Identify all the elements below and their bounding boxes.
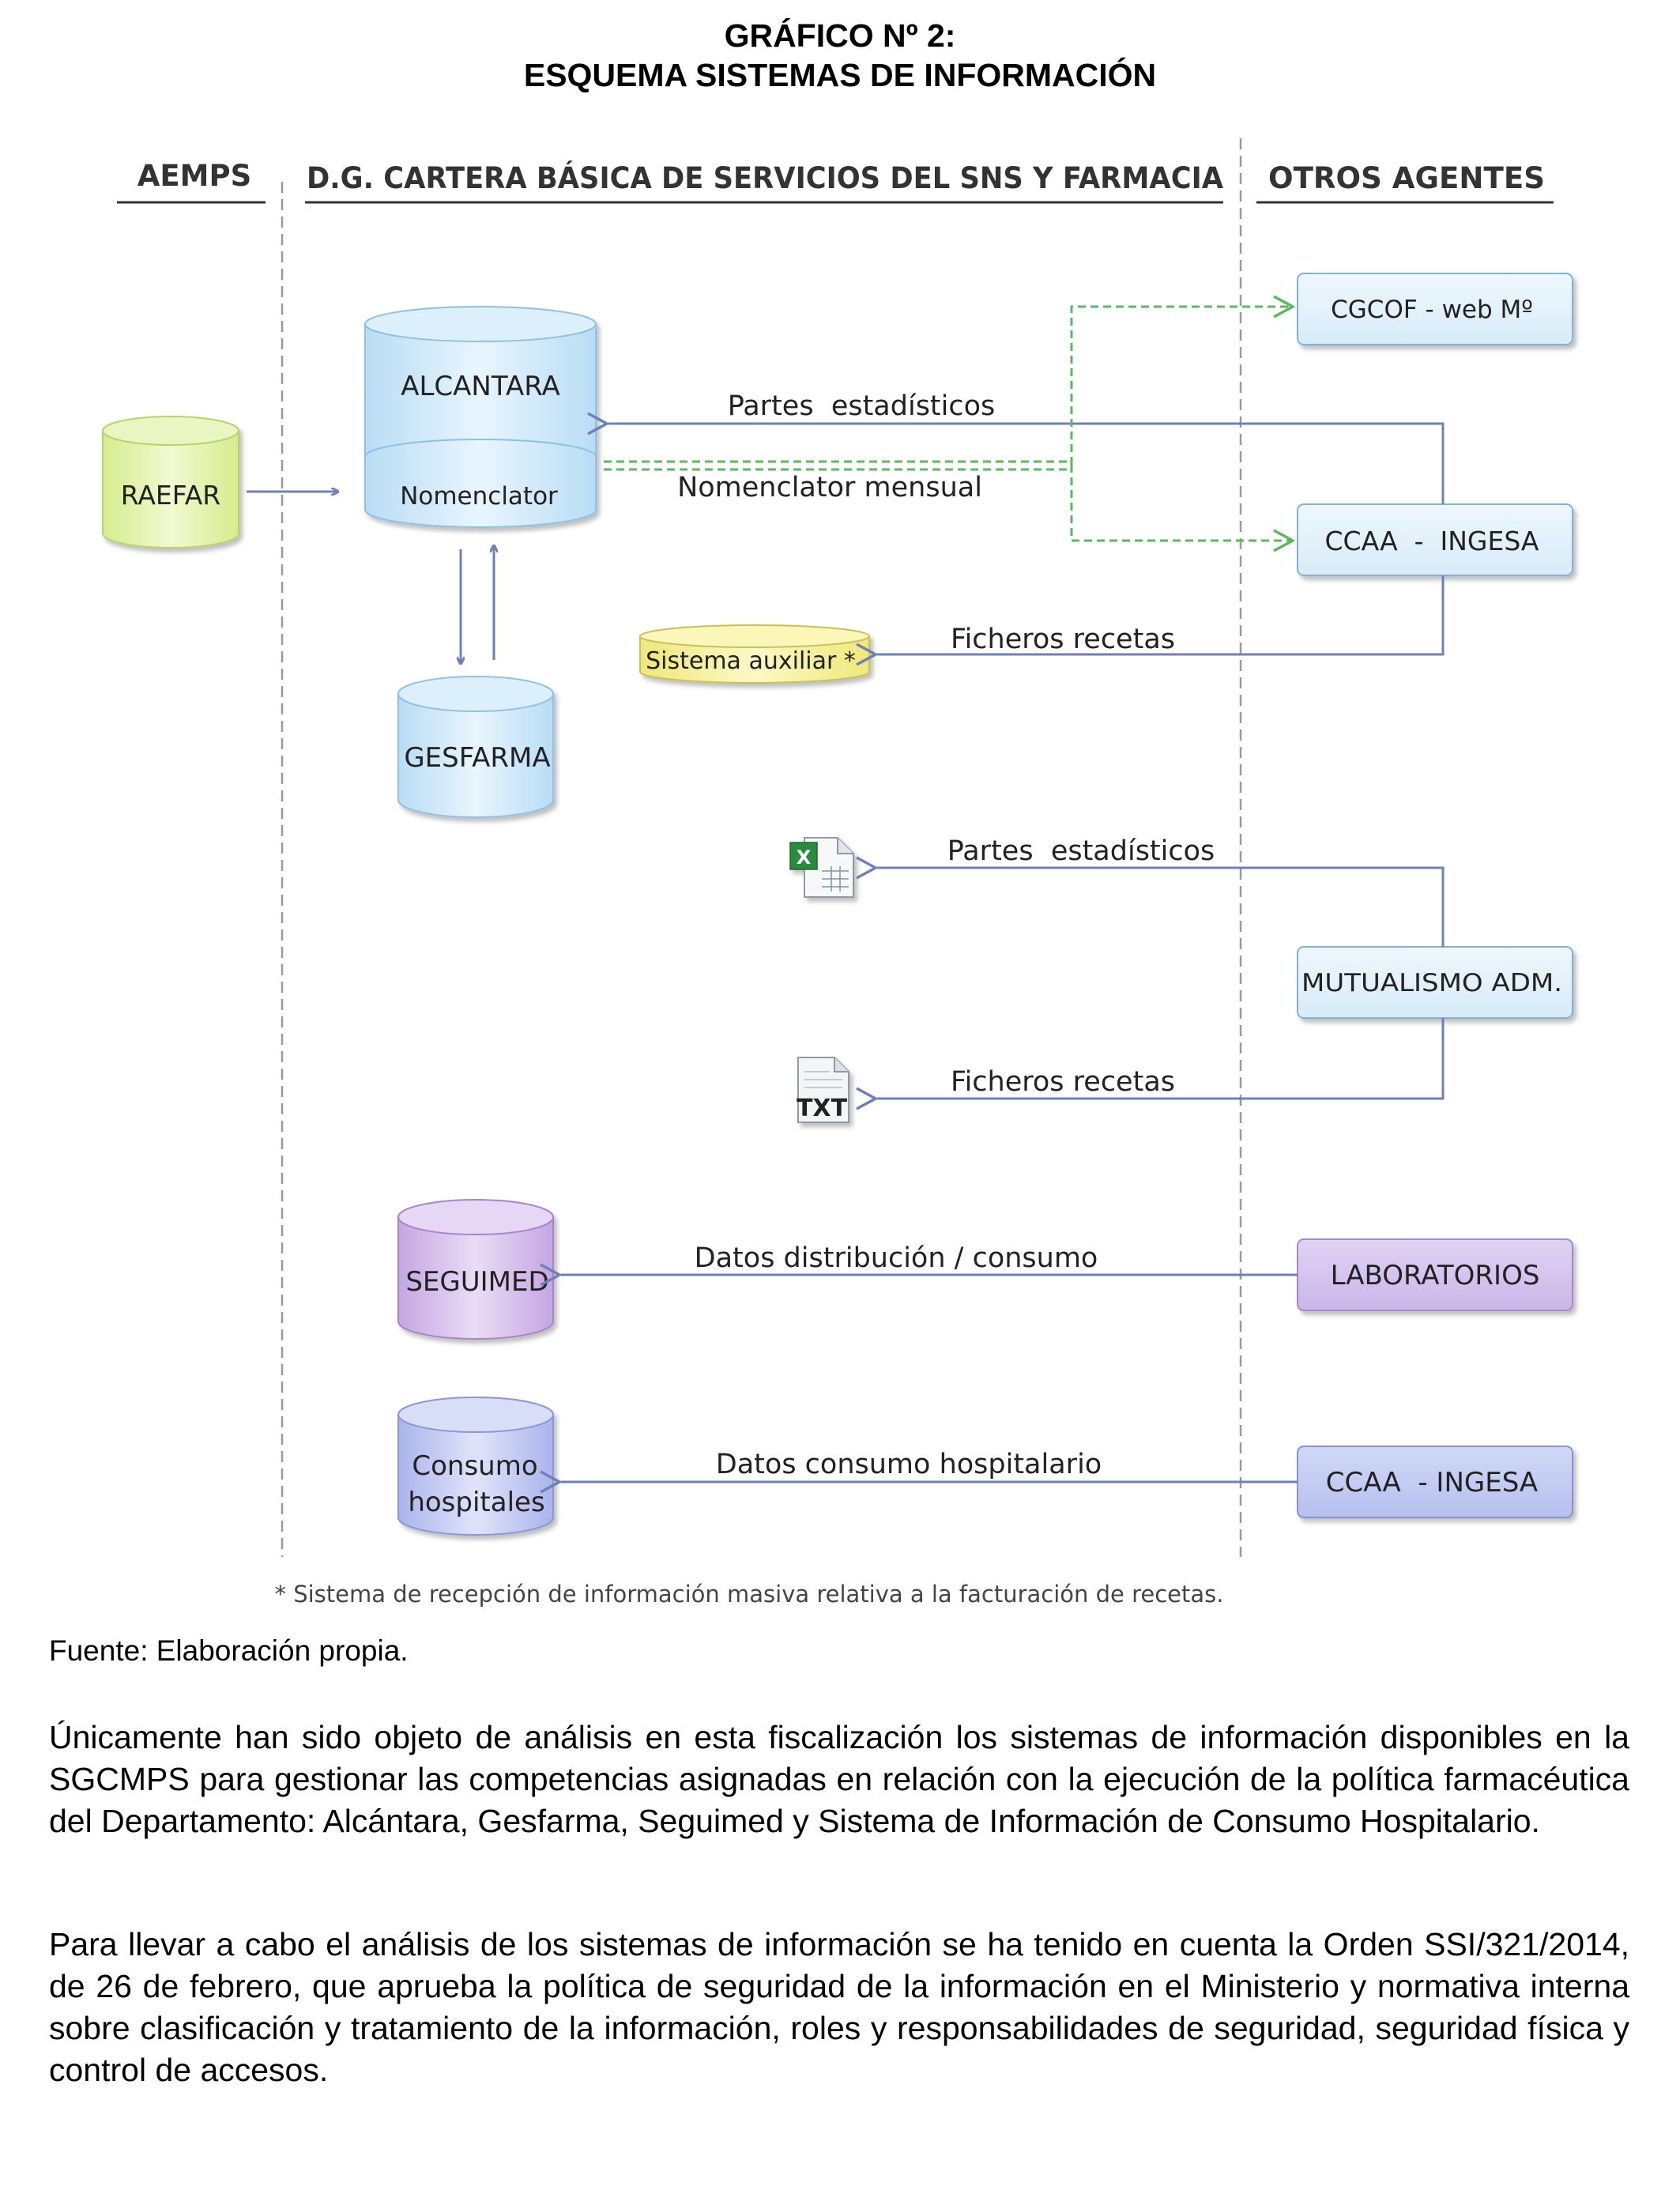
ccaa-ingesa-label-1: CCAA - INGESA — [1325, 526, 1539, 556]
gesfarma-label: GESFARMA — [404, 742, 550, 774]
txt-icon-label: TXT — [797, 1095, 848, 1122]
paragraph-1: Únicamente han sido objeto de análisis e… — [49, 1719, 1629, 1839]
information-systems-diagram: AEMPS D.G. CARTERA BÁSICA DE SERVICIOS D… — [102, 138, 1573, 1608]
nomenclator-label: Nomenclator — [400, 482, 558, 511]
column-headers: AEMPS D.G. CARTERA BÁSICA DE SERVICIOS D… — [137, 159, 1545, 195]
mutualismo-label: MUTUALISMO ADM. — [1301, 969, 1562, 997]
txt-file-icon — [797, 1057, 849, 1123]
sistema-auxiliar-database — [639, 624, 870, 684]
flow-label-ficheros-1: Ficheros recetas — [951, 624, 1175, 655]
svg-text:X: X — [797, 846, 812, 869]
header-dg-cartera: D.G. CARTERA BÁSICA DE SERVICIOS DEL SNS… — [307, 160, 1223, 195]
flow-lines — [561, 424, 1445, 1482]
flow-label-partes-1: Partes estadísticos — [728, 390, 996, 422]
header-aemps: AEMPS — [137, 159, 252, 193]
ccaa-ingesa-box-1 — [1297, 503, 1573, 576]
consumo-hospitales-label-1: Consumo — [412, 1450, 537, 1482]
source-note: Fuente: Elaboración propia. — [49, 1634, 409, 1667]
diagram-footnote: * Sistema de recepción de información ma… — [275, 1581, 1224, 1608]
header-otros-agentes: OTROS AGENTES — [1268, 161, 1545, 195]
flow-partes-1 — [608, 424, 1445, 504]
alcantara-database — [364, 306, 597, 528]
title-line-1: GRÁFICO Nº 2: — [724, 17, 956, 54]
flow-label-nomenclator: Nomenclator mensual — [677, 472, 982, 503]
flow-ficheros-1 — [877, 575, 1445, 654]
cgcof-box — [1297, 273, 1573, 345]
flow-label-partes-2: Partes estadísticos — [947, 835, 1215, 867]
flow-labels: Partes estadísticos Nomenclator mensual … — [677, 390, 1215, 1480]
nomenclator-flow — [604, 307, 1293, 541]
page-title: GRÁFICO Nº 2: ESQUEMA SISTEMAS DE INFORM… — [0, 16, 1680, 95]
laboratorios-label: LABORATORIOS — [1331, 1260, 1540, 1291]
excel-file-icon: X — [789, 837, 854, 898]
seguimed-label: SEGUIMED — [405, 1266, 548, 1298]
raefar-label: RAEFAR — [121, 480, 220, 511]
gesfarma-database — [397, 676, 554, 818]
ccaa-ingesa-label-2: CCAA - INGESA — [1326, 1467, 1538, 1498]
cgcof-label: CGCOF - web Mº — [1331, 296, 1533, 324]
flow-partes-2 — [877, 868, 1445, 947]
consumo-hospitales-database — [397, 1397, 554, 1536]
alcantara-label: ALCANTARA — [401, 371, 560, 402]
title-line-2: ESQUEMA SISTEMAS DE INFORMACIÓN — [523, 57, 1157, 93]
raefar-database — [102, 416, 239, 548]
flow-label-consumo-hosp: Datos consumo hospitalario — [716, 1449, 1102, 1480]
column-separators — [281, 138, 1242, 1557]
paragraph-2: Para llevar a cabo el análisis de los si… — [49, 1926, 1629, 2088]
mutualismo-box — [1297, 946, 1573, 1019]
seguimed-database — [397, 1199, 554, 1340]
flow-label-distribucion: Datos distribución / consumo — [695, 1242, 1098, 1274]
sistema-auxiliar-label: Sistema auxiliar * — [646, 647, 856, 675]
flow-label-ficheros-2: Ficheros recetas — [951, 1066, 1175, 1098]
flow-ficheros-2 — [877, 1018, 1445, 1099]
consumo-hospitales-label-2: hospitales — [408, 1487, 544, 1518]
